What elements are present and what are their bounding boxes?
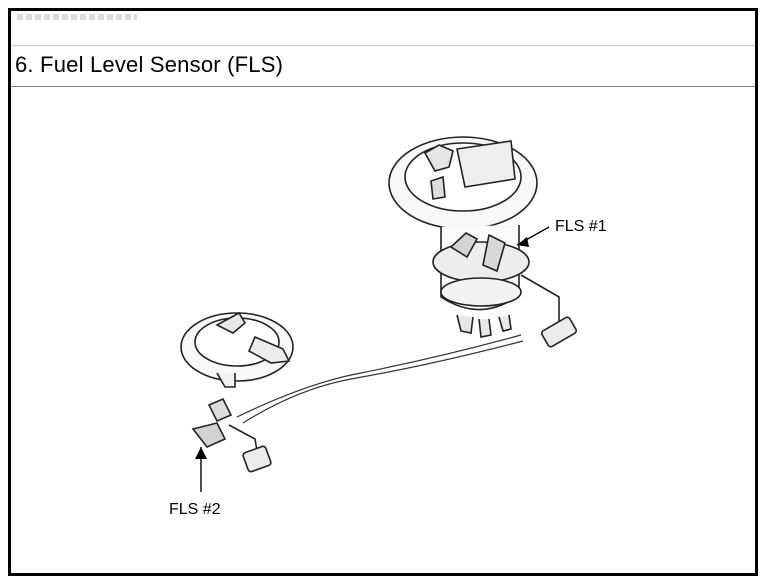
page-title: 6. Fuel Level Sensor (FLS) (15, 52, 284, 77)
fls1-label: FLS #1 (555, 218, 607, 235)
fls2-callout: FLS #2 (169, 447, 221, 518)
fuel-pump-module-2 (180, 311, 294, 473)
header-strip (11, 11, 755, 46)
fls1-callout: FLS #1 (516, 218, 607, 247)
title-row: 6. Fuel Level Sensor (FLS) (11, 46, 755, 87)
fls1-arrow-icon (517, 237, 529, 247)
header-artifact (17, 14, 137, 20)
fls2-label: FLS #2 (169, 501, 221, 518)
fls2-arrow-icon (195, 447, 207, 459)
fuel-level-sensor-diagram: FLS #1 FLS #2 (11, 87, 755, 571)
diagram-svg: FLS #1 FLS #2 (169, 136, 607, 518)
fuel-pump-module-1 (388, 136, 578, 348)
page-frame: 6. Fuel Level Sensor (FLS) (8, 8, 758, 576)
connecting-harness (236, 334, 524, 424)
